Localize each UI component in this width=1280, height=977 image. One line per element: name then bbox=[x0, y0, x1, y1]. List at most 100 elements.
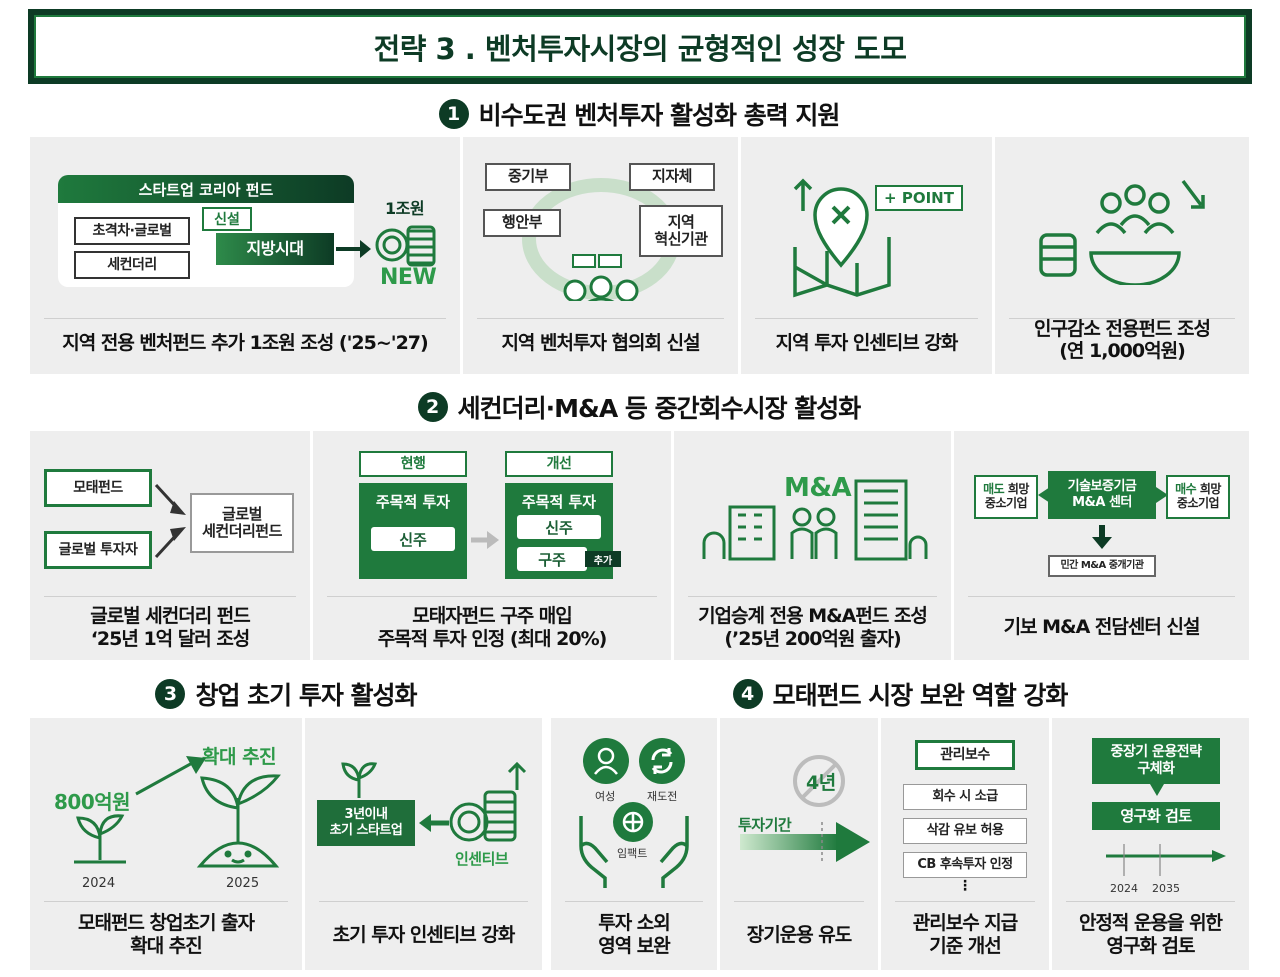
sprout-icon bbox=[341, 762, 378, 798]
section-3-heading: 3 창업 초기 투자 활성화 bbox=[30, 672, 542, 716]
retry-label: 재도전 bbox=[647, 790, 678, 803]
fee-item-3: CB 후속투자 인정 bbox=[903, 852, 1027, 878]
section-number: 1 bbox=[438, 99, 469, 129]
caption: 글로벌 세컨더리 펀드‘25년 1억 달러 조성 bbox=[90, 605, 251, 650]
years-label: 4년 bbox=[806, 772, 836, 794]
new-shares-pill: 신주 bbox=[371, 527, 455, 551]
arrow-right-icon bbox=[1156, 487, 1168, 503]
page-title: 전략 3 . 벤처투자시장의 균형적인 성장 도모 bbox=[373, 31, 907, 66]
caption: 기업승계 전용 M&A펀드 조성(’25년 200억원 출자) bbox=[698, 605, 928, 650]
expand-label: 확대 추진 bbox=[202, 746, 277, 768]
map-pin-icon bbox=[793, 178, 891, 298]
add-tag: 추가 bbox=[585, 551, 621, 567]
arrow-left-icon bbox=[419, 814, 449, 832]
period-arrow-icon bbox=[740, 822, 870, 862]
global-investor-box: 글로벌 투자자 bbox=[44, 531, 152, 569]
permanence-box: 영구화 검토 bbox=[1092, 802, 1220, 830]
period-label: 투자기간 bbox=[738, 816, 792, 834]
improved-panel: 주목적 투자 신주 구주 추가 bbox=[505, 483, 621, 579]
hands-icon bbox=[579, 816, 689, 888]
panel-regional-fund: 스타트업 코리아 펀드 초격차·글로벌 세컨더리 신설 지방시대 1조원 NEW… bbox=[30, 137, 460, 374]
old-shares-pill: 구주 bbox=[517, 547, 587, 571]
caption: 초기 투자 인센티브 강화 bbox=[332, 924, 516, 946]
more-dots: ⋮ bbox=[958, 878, 972, 894]
section-title: 창업 초기 투자 활성화 bbox=[195, 681, 417, 710]
small-sprout-icon bbox=[74, 814, 126, 864]
amount-label: 800억원 bbox=[54, 790, 131, 814]
panel-incentive: + POINT 지역 투자 인센티브 강화 bbox=[741, 137, 992, 374]
incentive-label: 인센티브 bbox=[455, 850, 509, 868]
caption: 지역 벤처투자 협의회 신설 bbox=[501, 332, 700, 354]
caption: 인구감소 전용펀드 조성(연 1,000억원) bbox=[1033, 318, 1211, 362]
section-title: 세컨더리·M&A 등 중간회수시장 활성화 bbox=[457, 394, 862, 423]
retry-icon bbox=[639, 738, 685, 784]
buildings-handshake-icon bbox=[702, 479, 928, 561]
section-title: 비수도권 벤처투자 활성화 총력 지원 bbox=[478, 101, 841, 130]
impact-icon bbox=[613, 802, 653, 842]
point-badge: + POINT bbox=[875, 185, 963, 211]
merge-arrows-icon bbox=[154, 483, 186, 559]
caption: 지역 투자 인센티브 강화 bbox=[775, 332, 959, 354]
fee-item-1: 회수 시 소급 bbox=[903, 784, 1027, 810]
new-label: NEW bbox=[380, 265, 437, 290]
growth-arrow-icon bbox=[135, 756, 206, 796]
year-2035: 2035 bbox=[1152, 882, 1180, 895]
current-label: 현행 bbox=[359, 451, 467, 477]
arrow-down-icon bbox=[1092, 525, 1112, 549]
women-icon bbox=[583, 738, 629, 784]
section-2-heading: 2 세컨더리·M&A 등 중간회수시장 활성화 bbox=[30, 385, 1248, 429]
big-sprout-icon bbox=[196, 774, 281, 868]
arrow-right-icon bbox=[336, 240, 371, 258]
section-4-heading: 4 모태펀드 시장 보완 역할 강화 bbox=[551, 672, 1249, 716]
caption: 장기운용 유도 bbox=[746, 924, 853, 946]
women-label: 여성 bbox=[595, 790, 616, 803]
caption: 기보 M&A 전담센터 신설 bbox=[1003, 616, 1201, 638]
panel-management-fee: 관리보수 회수 시 소급 삭감 유보 허용 CB 후속투자 인정 ⋮ 관리보수 … bbox=[881, 718, 1049, 970]
buyer-box: 매수 희망 중소기업 bbox=[1166, 475, 1230, 519]
section-number: 2 bbox=[417, 392, 448, 422]
fund-amount: 1조원 bbox=[385, 199, 425, 218]
fee-header: 관리보수 bbox=[915, 740, 1015, 770]
org-local-gov: 지자체 bbox=[629, 163, 715, 191]
year-2025: 2025 bbox=[226, 876, 260, 891]
ma-label: M&A bbox=[784, 473, 852, 503]
mother-fund-box: 모태펀드 bbox=[44, 469, 152, 507]
section-1-heading: 1 비수도권 벤처투자 활성화 총력 지원 bbox=[30, 92, 1248, 136]
section-number: 3 bbox=[155, 679, 186, 709]
fee-item-2: 삭감 유보 허용 bbox=[903, 818, 1027, 844]
section-title: 모태펀드 시장 보완 역할 강화 bbox=[772, 681, 1069, 710]
broker-box: 민간 M&A 중개기관 bbox=[1048, 555, 1156, 577]
panel-succession-fund: M&A 기업승계 전용 M&A펀드 조성(’25년 200억원 출자) bbox=[674, 431, 951, 660]
timeline-icon bbox=[1106, 844, 1226, 876]
arrow-right-icon bbox=[471, 531, 499, 549]
improved-label: 개선 bbox=[505, 451, 613, 477]
caption: 지역 전용 벤처펀드 추가 1조원 조성 ('25~'27) bbox=[62, 332, 428, 354]
impact-label: 임팩트 bbox=[617, 847, 648, 860]
local-era-box: 지방시대 bbox=[216, 233, 334, 265]
panel-old-shares: 현행 개선 주목적 투자 신주 주목적 투자 신주 구주 추가 모태자펀드 구주… bbox=[313, 431, 671, 660]
population-decline-icon bbox=[1039, 179, 1205, 285]
no-4year-icon bbox=[793, 755, 845, 807]
org-interior: 행안부 bbox=[483, 209, 561, 237]
coins-icon bbox=[375, 225, 436, 267]
panel-long-term: 4년 투자기간 장기운용 유도 bbox=[720, 718, 878, 970]
fund-box-secondary: 세컨더리 bbox=[74, 251, 190, 279]
arrow-left-icon bbox=[1038, 487, 1050, 503]
new-shares-pill: 신주 bbox=[517, 515, 601, 539]
seller-box: 매도 희망 중소기업 bbox=[974, 475, 1038, 519]
